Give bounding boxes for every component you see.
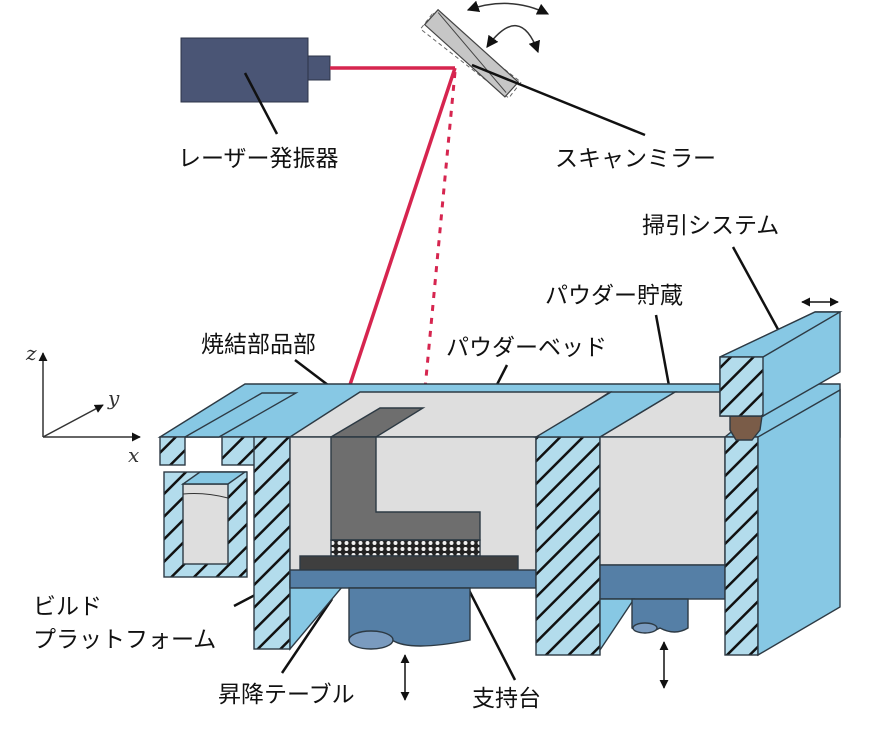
axis-y-label: y bbox=[107, 386, 120, 410]
rotation-arrows-icon bbox=[466, 0, 550, 54]
label-sweep-system: 掃引システム bbox=[642, 213, 779, 239]
laser-beam bbox=[330, 66, 457, 437]
axis-z-label: z bbox=[25, 341, 37, 365]
label-scan-mirror: スキャンミラー bbox=[555, 146, 716, 172]
coordinate-axes bbox=[38, 352, 141, 442]
label-build-platform-1: ビルド bbox=[33, 594, 102, 620]
label-support: 支持台 bbox=[472, 686, 541, 712]
machine-body bbox=[157, 383, 841, 657]
scan-mirror bbox=[419, 8, 522, 99]
axis-x-label: x bbox=[128, 443, 139, 467]
label-powder-storage: パウダー貯蔵 bbox=[545, 283, 683, 309]
label-build-platform-2: プラットフォーム bbox=[33, 627, 216, 653]
label-lift-table: 昇降テーブル bbox=[218, 682, 355, 708]
label-sintered-part: 焼結部品部 bbox=[201, 332, 316, 358]
label-laser-emitter: レーザー発振器 bbox=[178, 146, 339, 172]
laser-emitter bbox=[180, 37, 331, 103]
sweep-system bbox=[719, 311, 843, 441]
label-powder-bed: パウダーベッド bbox=[446, 335, 607, 361]
